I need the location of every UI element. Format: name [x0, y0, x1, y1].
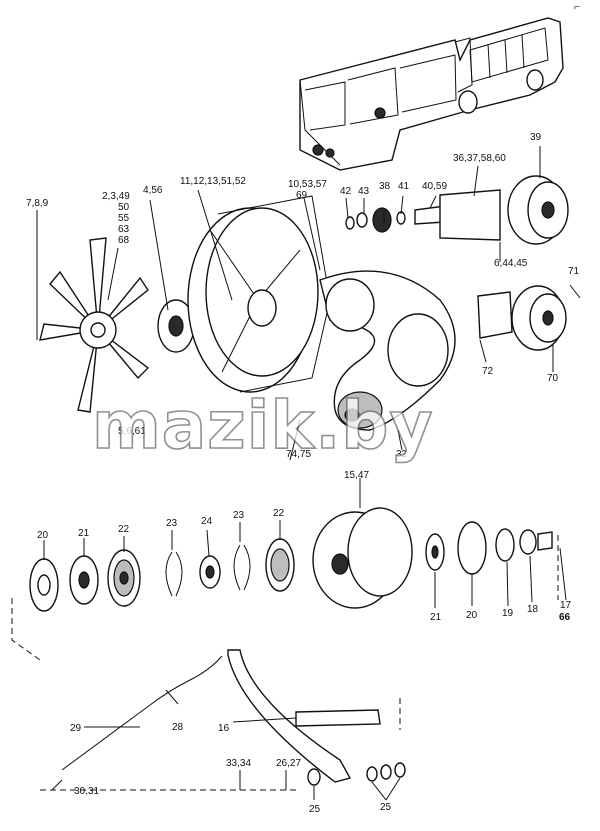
fan-shroud: [187, 195, 331, 393]
corner-mark: ⌐: [574, 2, 580, 13]
label-69: 69: [296, 190, 308, 201]
label-68: 68: [118, 235, 130, 246]
label-11-12-13-51-52: 11,12,13,51,52: [180, 176, 246, 187]
label-42: 42: [340, 186, 352, 197]
label-41: 41: [398, 181, 410, 192]
label-16: 16: [218, 723, 230, 734]
label-4-56: 4,56: [143, 185, 163, 196]
label-22-right: 22: [273, 508, 285, 519]
label-32: 32: [396, 449, 408, 460]
label-2-3-49: 2,3,49: [102, 191, 130, 202]
label-25-left: 25: [309, 804, 321, 815]
label-10-53-57: 10,53,57: [288, 179, 327, 190]
label-18: 18: [527, 604, 539, 615]
leader-lines: [36, 146, 581, 801]
bearing-row: [11, 507, 559, 661]
label-5-6-61: 5,6,61: [118, 426, 146, 437]
label-23-left: 23: [166, 518, 178, 529]
label-23-right: 23: [233, 510, 245, 521]
label-71: 71: [568, 266, 580, 277]
belt-drive: [319, 270, 456, 431]
label-20-left: 20: [37, 530, 49, 541]
label-43: 43: [358, 186, 370, 197]
label-26-27: 26,27: [276, 758, 301, 769]
label-22-left: 22: [118, 524, 130, 535]
flange-pulley: [477, 285, 567, 351]
bus-illustration: [299, 17, 564, 171]
label-40-59: 40,59: [422, 181, 447, 192]
label-29: 29: [70, 723, 82, 734]
label-17: 17: [560, 600, 572, 611]
label-66: 66: [559, 612, 571, 623]
label-25-right: 25: [380, 802, 392, 813]
label-36-37-58-60: 36,37,58,60: [453, 153, 506, 164]
label-21-right: 21: [430, 612, 442, 623]
shaft-assembly: [345, 175, 569, 245]
label-39: 39: [530, 132, 542, 143]
label-28: 28: [172, 722, 184, 733]
label-24: 24: [201, 516, 213, 527]
watermark: mazik.by: [92, 387, 434, 464]
label-38: 38: [379, 181, 391, 192]
label-15-47: 15,47: [344, 470, 369, 481]
label-33-34: 33,34: [226, 758, 251, 769]
label-63: 63: [118, 224, 130, 235]
label-20-right: 20: [466, 610, 478, 621]
fan: [39, 237, 150, 413]
label-7-8-9: 7,8,9: [26, 198, 49, 209]
label-21-left: 21: [78, 528, 90, 539]
label-70: 70: [547, 373, 559, 384]
label-55: 55: [118, 213, 130, 224]
label-50: 50: [118, 202, 130, 213]
label-30-31: 30,31: [74, 786, 99, 797]
label-19: 19: [502, 608, 514, 619]
label-6-44-45: 6,44,45: [494, 258, 528, 269]
label-72: 72: [482, 366, 494, 377]
lever-assembly: [40, 649, 406, 791]
label-74-75: 74,75: [286, 449, 311, 460]
part-labels: 7,8,9 2,3,49 50 55 63 68 4,56 11,12,13,5…: [26, 2, 580, 815]
